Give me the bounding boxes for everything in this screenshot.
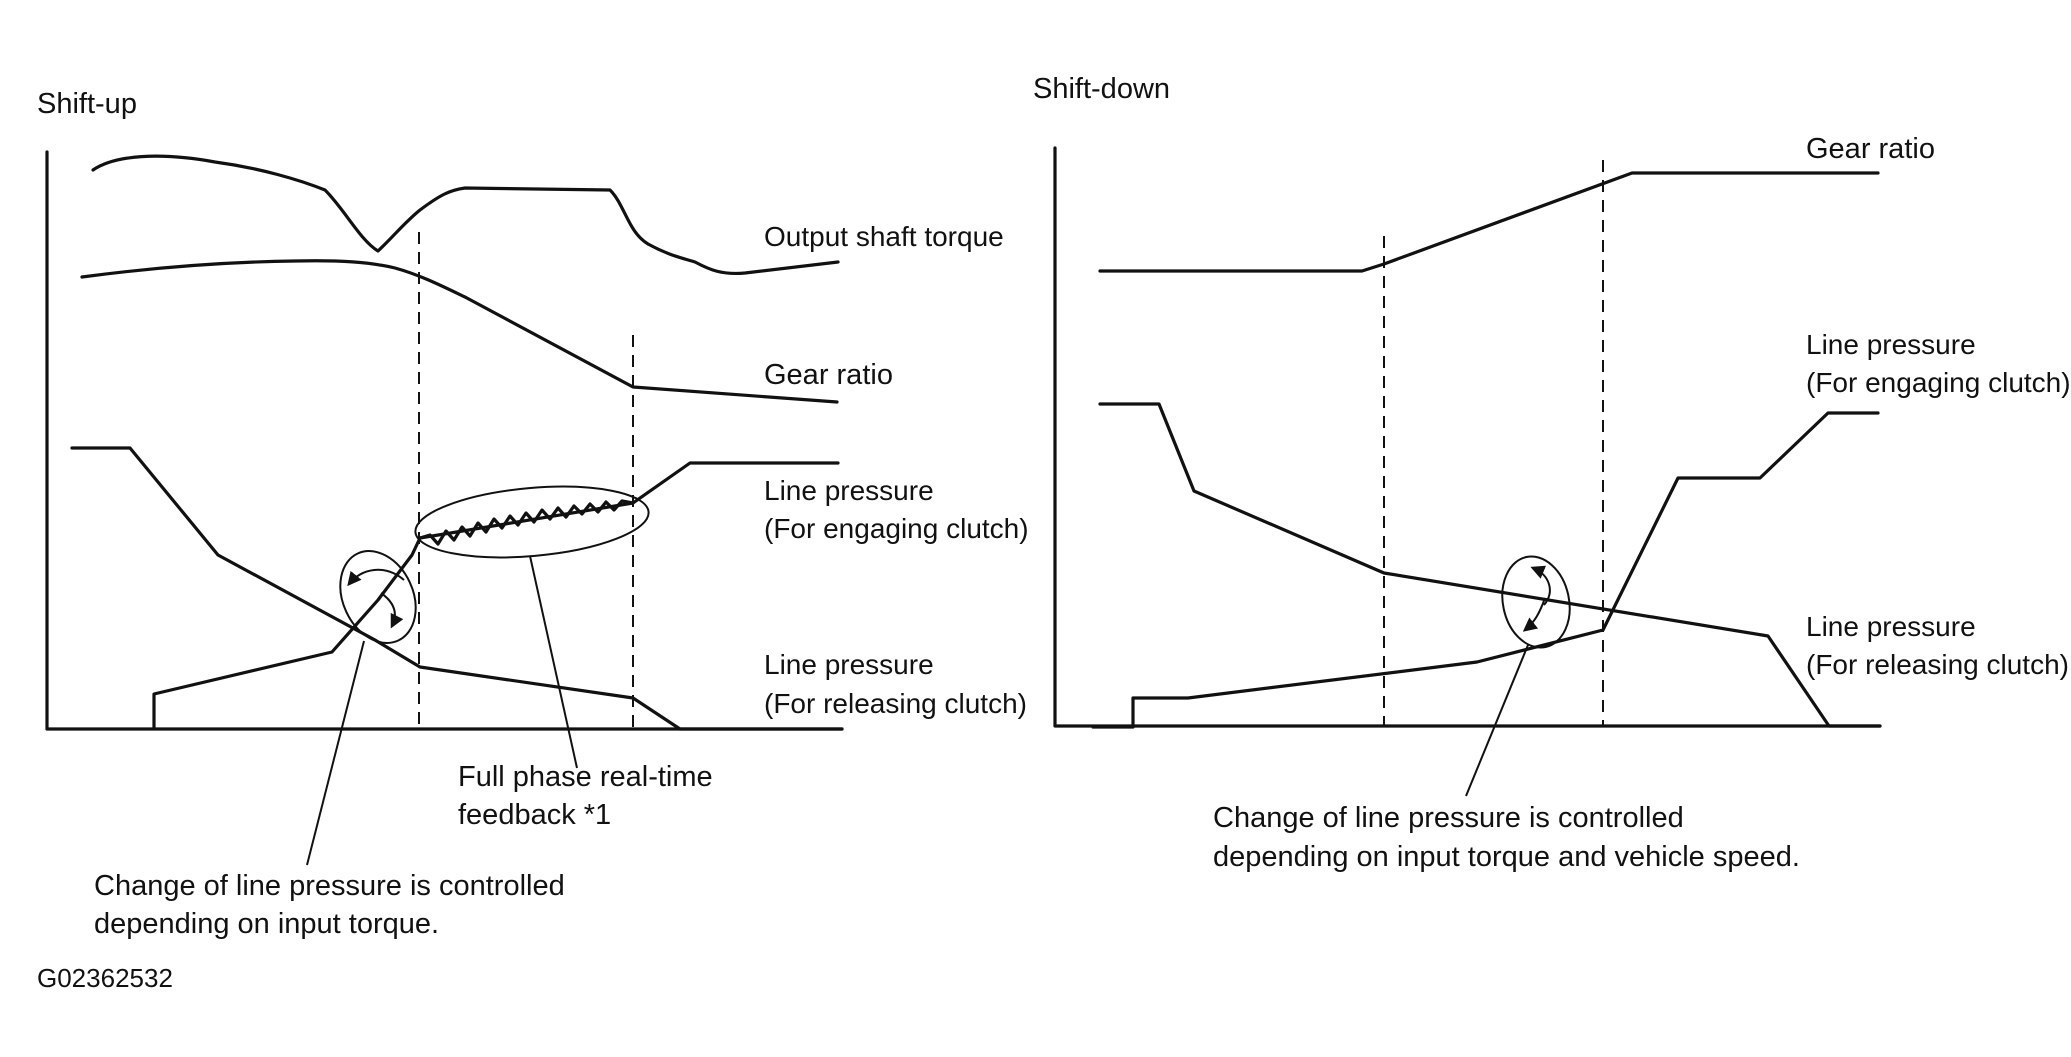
shift-up-change-ellipse (339, 550, 417, 644)
shift-up-feedback-zigzag (418, 499, 635, 546)
shift-down-gear-ratio-curve (1098, 171, 1880, 273)
shift-down-change-ellipse (1501, 555, 1571, 649)
shift-up-change-arrow-up (347, 568, 405, 587)
shift-down-title: Shift-down (1033, 73, 1170, 105)
shift-up-line-pressure-releasing-label-1: Line pressure (764, 649, 934, 680)
shift-up-title: Shift-up (37, 88, 137, 120)
shift-up-line-pressure-releasing-curve (70, 446, 844, 731)
shift-up-change-leader (306, 640, 365, 866)
shift-up-output-shaft-torque-label: Output shaft torque (764, 221, 1004, 252)
shift-up-feedback-ellipse (414, 485, 650, 559)
figure-id: G02362532 (37, 963, 173, 993)
shift-up-change-callout-2: depending on input torque. (94, 908, 439, 940)
shift-up-change-callout-1: Change of line pressure is controlled (94, 870, 565, 902)
shift-down-gear-ratio-label: Gear ratio (1806, 133, 1935, 165)
shift-up-feedback-leader (529, 555, 578, 769)
shift-down-line-pressure-releasing-label-1: Line pressure (1806, 611, 1976, 642)
shift-up-line-pressure-engaging-curve (152, 461, 840, 729)
shift-up-panel: Shift-up Output shaft torque Gear ratio … (37, 88, 1029, 940)
shift-up-output-shaft-torque-curve (91, 154, 840, 276)
shift-up-gear-ratio-curve (80, 259, 839, 404)
shift-down-change-callout-2: depending on input torque and vehicle sp… (1213, 841, 1800, 873)
shift-down-change-leader (1465, 644, 1529, 797)
shift-up-axes (45, 150, 844, 731)
shift-down-line-pressure-engaging-label-1: Line pressure (1806, 329, 1976, 360)
shift-up-gear-ratio-label: Gear ratio (764, 359, 893, 391)
shift-up-line-pressure-releasing-label-2: (For releasing clutch) (764, 688, 1027, 719)
shift-up-line-pressure-engaging-label-2: (For engaging clutch) (764, 513, 1029, 544)
shift-down-change-arrow-up (1530, 565, 1551, 606)
shift-down-change-arrow-down (1522, 597, 1546, 632)
shift-down-line-pressure-engaging-curve (1091, 411, 1880, 729)
shift-down-line-pressure-engaging-label-2: (For engaging clutch) (1806, 367, 2071, 398)
shift-up-feedback-callout-2: feedback *1 (458, 799, 611, 831)
shift-up-feedback-callout-1: Full phase real-time (458, 761, 713, 793)
shift-down-change-callout-1: Change of line pressure is controlled (1213, 802, 1684, 834)
shift-down-line-pressure-releasing-label-2: (For releasing clutch) (1806, 649, 2069, 680)
shift-down-axes (1053, 146, 1882, 728)
shift-down-line-pressure-releasing-curve (1098, 402, 1882, 728)
shift-up-change-arrow-down (380, 592, 404, 629)
shift-up-line-pressure-engaging-label-1: Line pressure (764, 475, 934, 506)
shift-down-panel: Shift-down Gear ratio Line pressure (For… (1033, 73, 2071, 873)
